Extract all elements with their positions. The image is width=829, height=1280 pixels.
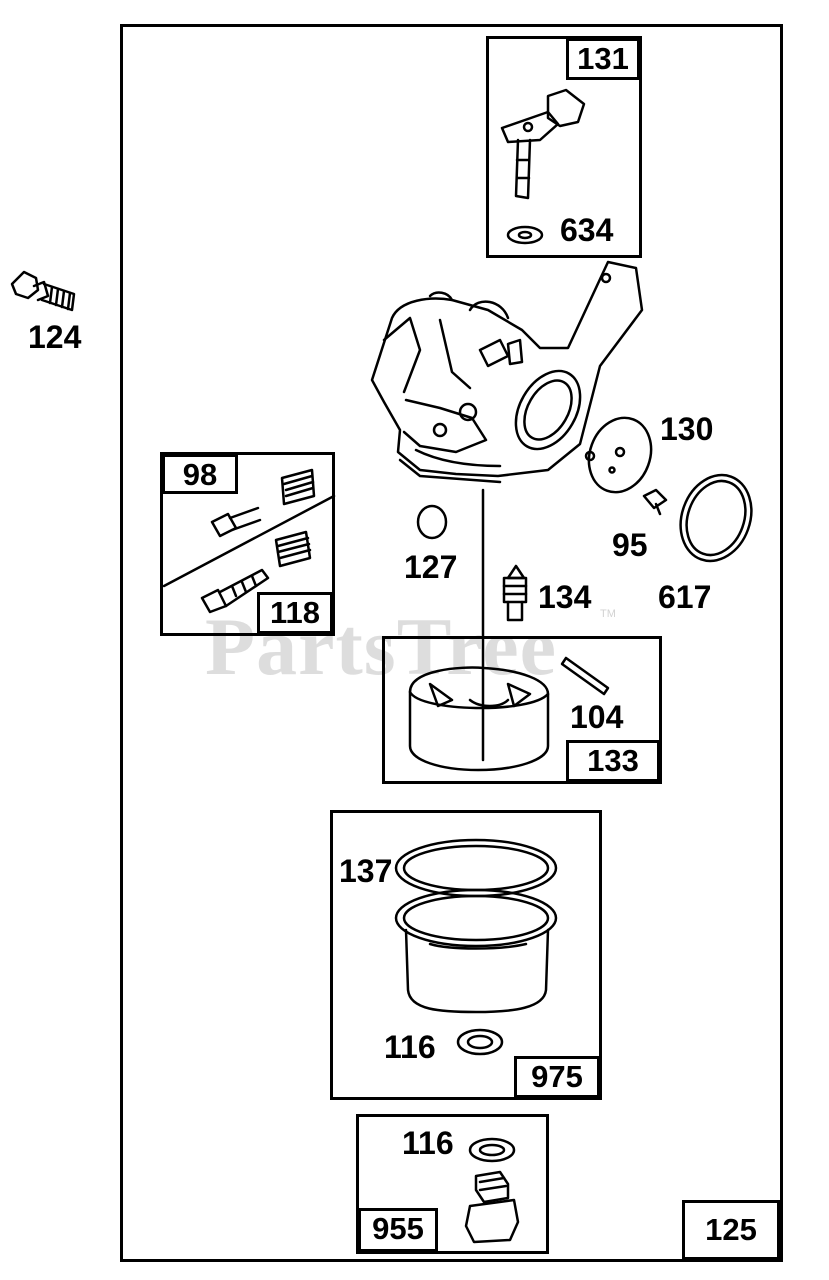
throttle-shaft-131-drawing — [500, 88, 586, 245]
callout-137[interactable]: 137 — [339, 853, 393, 889]
frame-133 — [382, 636, 662, 784]
box-callout-131[interactable]: 131 — [566, 38, 640, 80]
pin-104-drawing — [560, 656, 610, 696]
frame-131 — [486, 36, 642, 258]
plug-127-drawing — [416, 504, 448, 540]
box-callout-975[interactable]: 975 — [514, 1056, 600, 1098]
bolt-124-drawing — [10, 270, 76, 312]
box-callout-125[interactable]: 125 — [682, 1200, 780, 1260]
screw-kit-drawing — [162, 468, 336, 614]
callout-116-bowl[interactable]: 116 — [384, 1029, 436, 1065]
callout-617[interactable]: 617 — [658, 579, 712, 615]
frame-98-118 — [160, 452, 335, 636]
float-133-drawing — [408, 666, 550, 772]
frame-955 — [356, 1114, 549, 1254]
needle-134-drawing — [481, 488, 528, 762]
box-callout-133[interactable]: 133 — [566, 740, 660, 782]
callout-134[interactable]: 134 — [538, 579, 592, 615]
callout-130[interactable]: 130 — [660, 411, 714, 447]
plate-130-drawing — [587, 416, 653, 494]
carburetor-body-drawing — [370, 260, 644, 484]
box-callout-98[interactable]: 98 — [162, 454, 238, 494]
outer-frame — [120, 24, 783, 1262]
screw-95-drawing — [642, 488, 668, 516]
box-callout-118[interactable]: 118 — [257, 592, 333, 634]
callout-124[interactable]: 124 — [28, 319, 82, 355]
box-callout-955[interactable]: 955 — [358, 1208, 438, 1252]
gasket-617-drawing — [679, 473, 753, 563]
callout-634[interactable]: 634 — [560, 212, 614, 248]
nut-955-drawing — [464, 1137, 520, 1244]
callout-104[interactable]: 104 — [570, 699, 624, 735]
frame-975 — [330, 810, 602, 1100]
bowl-975-drawing — [394, 838, 558, 1056]
callout-95[interactable]: 95 — [612, 527, 648, 563]
callout-127[interactable]: 127 — [404, 549, 458, 585]
callout-116-nut[interactable]: 116 — [402, 1125, 454, 1161]
watermark-tm: TM — [600, 608, 616, 620]
